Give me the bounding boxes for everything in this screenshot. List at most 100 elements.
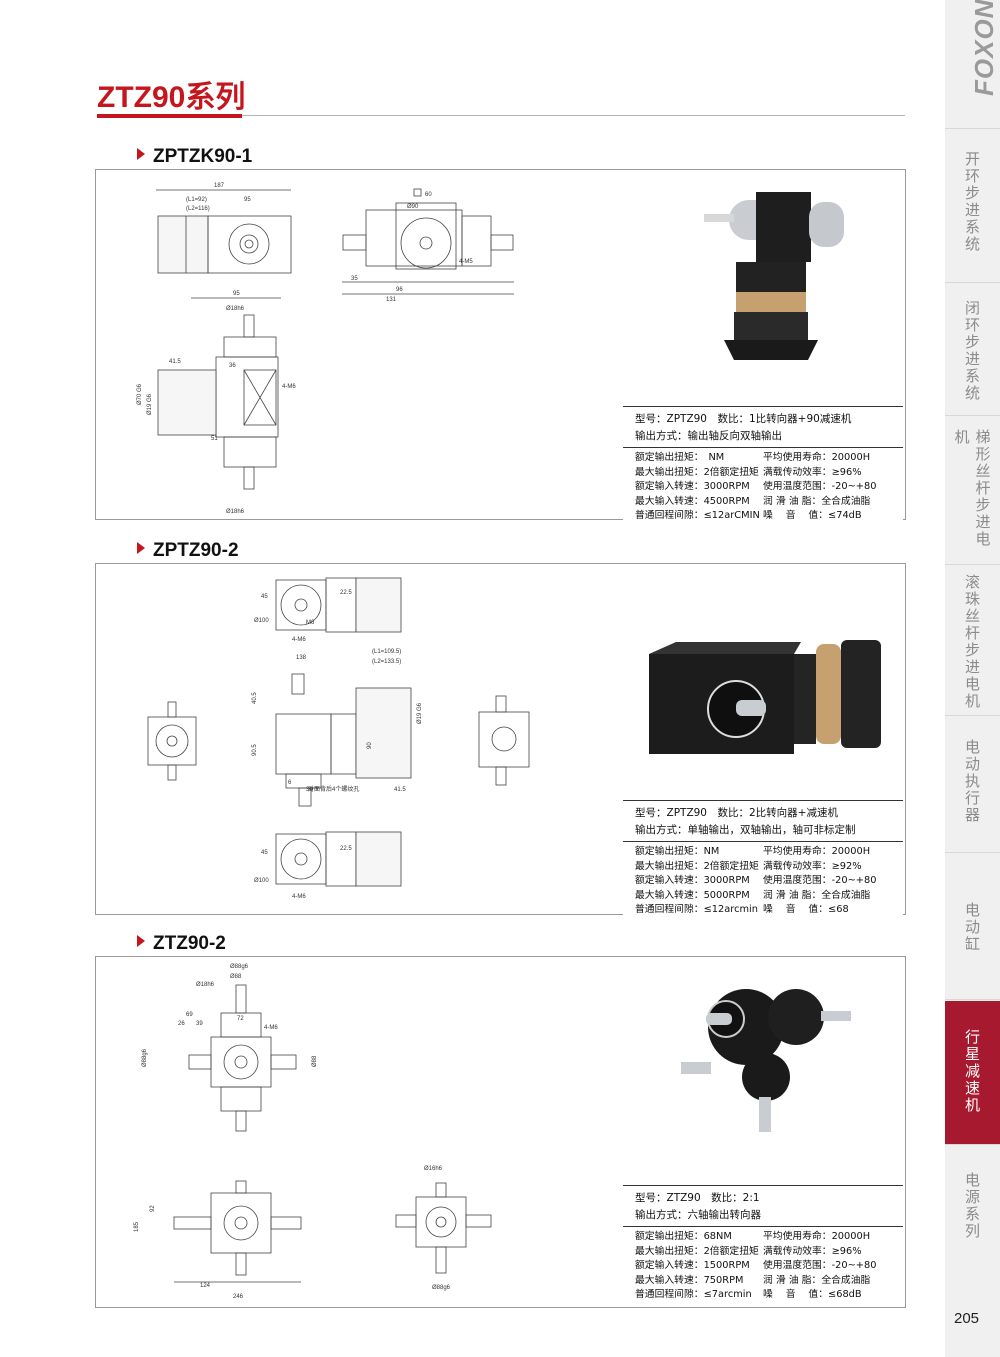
spec-output-line: 输出方式：六轴输出转向器 — [623, 1207, 903, 1227]
section-heading-zptz90-2: ZPTZ90-2 — [137, 540, 239, 562]
sidebar-item-ball-screw-stepper[interactable]: 滚珠丝杆步进电机 — [945, 566, 1000, 716]
dim-d88g6-left: Ø88g6 — [142, 1048, 148, 1067]
spec-cell: 平均使用寿命：20000H — [763, 846, 871, 857]
spec-cell: 最大输出扭矩：2倍额定扭矩 — [635, 466, 759, 478]
spec-row: 最大输入转速：5000RPM 润 滑 油 脂：全合成油脂 — [623, 889, 903, 904]
technical-drawing-zptz90-2: 45 22.5 Ø100 M6 4-M6 (L1=109.5) (L2=133.… — [147, 577, 881, 900]
spec-cell: 噪 音 值：≤68 — [763, 904, 849, 915]
spec-cell: 额定输入转速：3000RPM — [635, 481, 750, 492]
sidebar-item-open-loop-stepper[interactable]: 开环步进系统 — [945, 129, 1000, 283]
spec-cell: 噪 音 值：≤74dB — [763, 510, 862, 521]
spec-cell: 使用温度范围：-20~+80 — [763, 875, 877, 886]
page-title: ZTZ90系列 — [97, 81, 246, 114]
category-sidebar: FOXON 开环步进系统 闭环步进系统 梯形丝杆步进电机 滚珠丝杆步进电机 电动… — [945, 0, 1000, 1357]
spec-cell: 平均使用寿命：20000H — [763, 1231, 871, 1242]
spec-cell: 使用温度范围：-20~+80 — [763, 1260, 877, 1271]
drawing-side-view: Ø16h6 Ø88g6 — [395, 1166, 492, 1291]
drawing-top-view: 45 22.5 Ø100 M6 4-M6 — [254, 577, 402, 643]
spec-cell: 普通回程间隙：≤12arcmin — [635, 904, 758, 915]
page-number: 205 — [954, 1310, 980, 1327]
dim-d100: Ø100 — [254, 618, 269, 624]
triangle-bullet-icon — [137, 542, 145, 554]
spec-box-ztz90-2: 型号：ZTZ90 数比：2:1 输出方式：六轴输出转向器 额定输出扭矩：68NM… — [623, 1185, 903, 1303]
spec-row: 额定输出扭矩：NM 平均使用寿命：20000H — [623, 845, 903, 860]
spec-cell: 最大输入转速：5000RPM — [635, 889, 750, 901]
dim-4m6: 4-M6 — [292, 637, 306, 643]
spec-model-line: 型号：ZPTZ90 数比：1比转向器+90减速机 — [635, 413, 852, 425]
dim-92: 92 — [150, 1205, 156, 1212]
section-heading-text: ZPTZK90-1 — [153, 146, 253, 167]
product-photo-ztz90-2 — [681, 989, 851, 1132]
dim-d18h6-bottom: Ø18h6 — [226, 509, 245, 515]
title-underline-accent — [97, 114, 242, 118]
dim-45b: 45 — [261, 850, 268, 856]
spec-cell: 额定输出扭矩：NM — [635, 846, 720, 857]
dim-d88-right: Ø88 — [312, 1055, 318, 1067]
dim-40-5: 40.5 — [252, 692, 258, 704]
sidebar-item-closed-loop-stepper[interactable]: 闭环步进系统 — [945, 284, 1000, 416]
dim-d19g6: Ø19 G6 — [417, 702, 423, 724]
spec-row: 最大输出扭矩：2倍额定扭矩满载传动效率：≥96% — [623, 1245, 903, 1260]
dim-60: 60 — [425, 192, 432, 198]
dim-4m6: 4-M6 — [282, 384, 296, 390]
dim-36: 36 — [229, 363, 236, 369]
spec-row: 额定输入转速：1500RPM 使用温度范围：-20~+80 — [623, 1259, 903, 1274]
spec-cell: 最大输出扭矩：2倍额定扭矩 — [635, 1245, 759, 1257]
spec-cell: 润 滑 油 脂：全合成油脂 — [763, 495, 871, 507]
dim-l2: (L2=116) — [186, 206, 210, 212]
spec-output-line: 输出方式：单轴输出，双轴输出，轴可非标定制 — [623, 822, 903, 842]
dim-m6: M6 — [306, 620, 315, 626]
spec-cell: 满载传动效率：≥92% — [763, 860, 862, 872]
drawing-side-right — [478, 695, 530, 786]
spec-cell: 普通回程间隙：≤12arCMIN — [635, 510, 760, 521]
dim-d70g6: Ø70 G6 — [137, 383, 143, 405]
sidebar-item-label: 电动执行器 — [963, 739, 981, 824]
spec-row: 最大输入转速：4500RPM 润 滑 油 脂：全合成油脂 — [623, 495, 903, 510]
spec-output-line: 输出方式：输出轴反向双轴输出 — [623, 428, 903, 448]
sidebar-item-electric-actuator[interactable]: 电动执行器 — [945, 717, 1000, 853]
spec-cell: 最大输入转速：4500RPM — [635, 495, 750, 507]
dim-124: 124 — [200, 1283, 211, 1289]
sidebar-item-trapezoidal-screw-stepper[interactable]: 梯形丝杆步进电机 — [945, 417, 1000, 565]
spec-cell: 润 滑 油 脂：全合成油脂 — [763, 1274, 871, 1286]
product-panel-zptzk90-1: 187 (L1=92) (L2=116) 95 60 Ø90 4-M5 — [95, 169, 906, 524]
dim-d18h6: Ø18h6 — [226, 306, 245, 312]
spec-cell: 噪 音 值：≤68dB — [763, 1289, 862, 1300]
spec-box-zptz90-2: 型号：ZPTZ90 数比：2比转向器+减速机 输出方式：单轴输出，双轴输出，轴可… — [623, 800, 903, 918]
product-photo-zptz90-2 — [649, 640, 881, 754]
drawing-side-view: 187 (L1=92) (L2=116) 95 — [156, 183, 292, 274]
drawing-side-left — [147, 701, 197, 781]
spec-row: 最大输出扭矩：2倍额定扭矩满载传动效率：≥92% — [623, 860, 903, 875]
dim-d16h6: Ø16h6 — [424, 1166, 443, 1172]
sidebar-item-power-supply[interactable]: 电源系列 — [945, 1146, 1000, 1296]
section-heading-text: ZPTZ90-2 — [153, 540, 239, 561]
section-heading-text: ZTZ90-2 — [153, 933, 226, 954]
spec-cell: 满载传动效率：≥96% — [763, 466, 862, 478]
dim-4m6: 4-M6 — [264, 1025, 278, 1031]
drawing-front-view: (L1=109.5) (L2=133.5) 138 40.5 90.5 90 Ø… — [252, 649, 423, 807]
spec-cell: 普通回程间隙：≤7arcmin — [635, 1289, 752, 1300]
dim-41-5: 41.5 — [169, 359, 181, 365]
spec-cell: 额定输入转速：1500RPM — [635, 1260, 750, 1271]
dim-l2: (L2=133.5) — [372, 659, 401, 665]
dim-131: 131 — [386, 297, 397, 303]
technical-drawing-ztz90-2: Ø88g6 Ø88 Ø18h6 69 26 39 72 4-M6 Ø88g6 Ø… — [134, 964, 851, 1300]
sidebar-item-planetary-reducer[interactable]: 行星减速机 — [945, 1001, 1000, 1145]
drawing-main-view: Ø88g6 Ø88 Ø18h6 69 26 39 72 4-M6 Ø88g6 Ø… — [142, 964, 318, 1132]
dim-95b: 95 — [233, 291, 240, 297]
sidebar-item-electric-cylinder[interactable]: 电动缸 — [945, 854, 1000, 1000]
spec-cell: 润 滑 油 脂：全合成油脂 — [763, 889, 871, 901]
sidebar-item-label: 滚珠丝杆步进电机 — [963, 574, 981, 710]
brand-logo-cell: FOXON — [945, 0, 1000, 129]
spec-cell: 平均使用寿命：20000H — [763, 452, 871, 463]
brand-logo-text: FOXON — [969, 0, 999, 96]
dim-d18h6: Ø18h6 — [196, 982, 215, 988]
dim-30: 30 — [306, 787, 313, 793]
spec-cell: 满载传动效率：≥96% — [763, 1245, 862, 1257]
dim-41-5: 41.5 — [394, 787, 406, 793]
dim-96: 96 — [396, 287, 403, 293]
